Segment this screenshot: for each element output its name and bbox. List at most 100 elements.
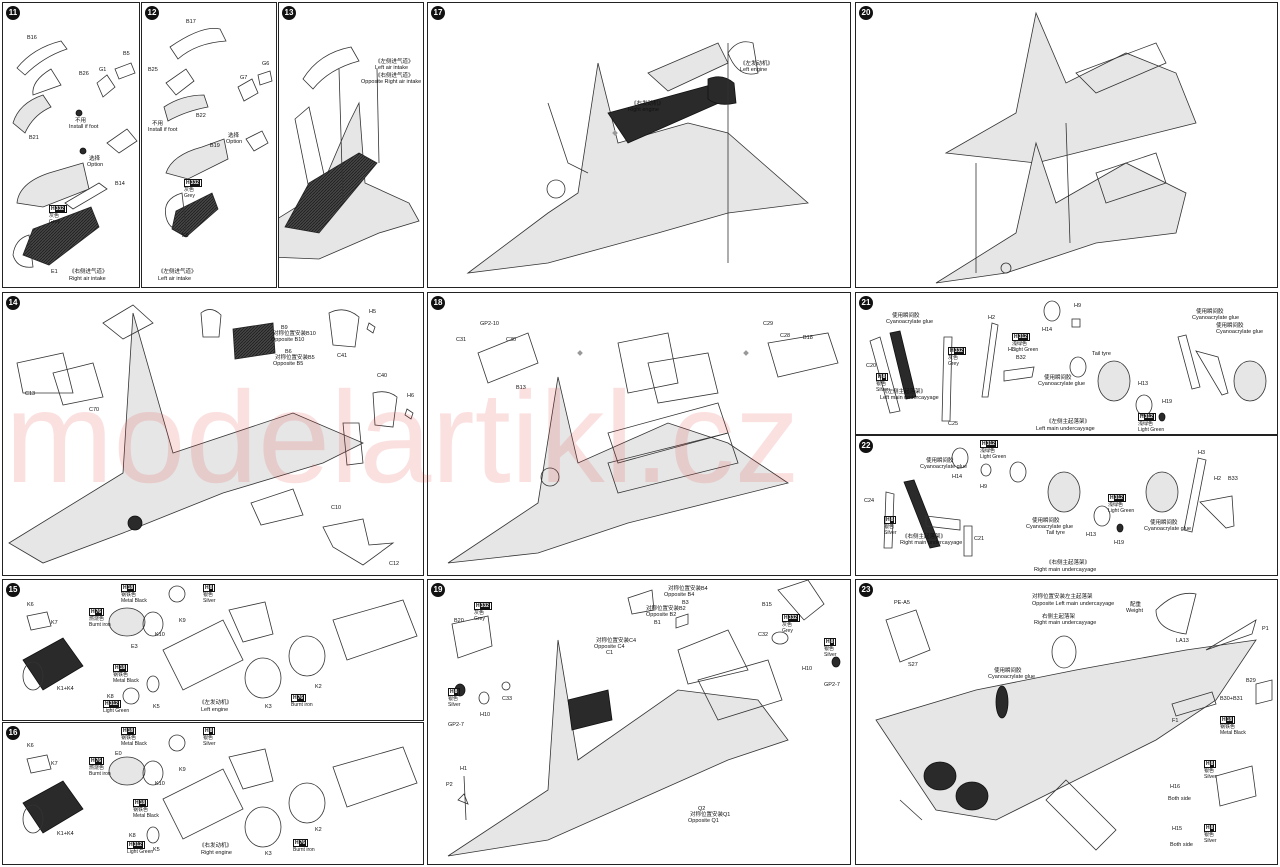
part-label: H3 [1008,347,1016,353]
step-number: 13 [282,6,296,20]
part-label: H14 [952,474,963,480]
part-label: B18 [803,335,813,341]
step-18-panel: 18 GP2-10 C31 C30 B13 C29 C28 B18 [427,292,851,576]
part-label: C33 [502,696,513,702]
part-label: B9 [281,325,288,331]
note-en: Cyanoacrylate glue [886,319,934,325]
part-label: H14 [1042,327,1053,333]
note-en: Opposite Left main undercayyage [1032,601,1115,607]
part-label: K10 [155,781,165,787]
part-label: K2 [315,827,322,833]
part-label: K7 [51,761,58,767]
step-17-panel: 17 《左发动机》 Left engine 《右发动机》 Right engin… [427,2,851,288]
part-label: GP2-7 [448,722,464,728]
part-label: B26 [79,71,89,77]
sub-en: Right main undercayyage [900,540,963,546]
note-cn: 对称位置安装B2 [646,606,686,612]
note-en: Both side [1168,796,1191,802]
note-cn: 配重 [1130,602,1142,608]
note-en: Cyanoacrylate glue [988,674,1036,680]
note-en: Opposite Q1 [688,818,719,824]
step-11-panel: 11 B16 B26 B5 G1 不用 Install if foot B21 … [2,2,140,288]
part-label: E3 [131,644,138,650]
note-cn: 使用瞬间胶 [892,313,920,319]
part-label: K5 [153,704,160,710]
note-en: Install if foot [69,124,99,130]
caption-cn: 《左发动机》 [199,700,233,706]
note-en: Option [226,139,243,145]
step-number: 23 [859,583,873,597]
part-label: H1 [460,766,468,772]
part-label: K6 [27,602,34,608]
part-label: H2 [988,315,996,321]
part-label: B25 [148,67,158,73]
part-label: C13 [25,391,36,397]
part-label: B32 [1016,355,1026,361]
part-label: H19 [1162,399,1173,405]
part-label: H19 [1114,540,1125,546]
note-en: Option [87,162,104,168]
step-number: 19 [431,583,445,597]
part-label: F1 [1172,718,1179,724]
engine-nacelle-drawing [447,332,839,564]
part-label: H10 [480,712,491,718]
part-label: E9 [182,233,189,239]
label-en: Left air intake [375,65,409,71]
step-12-panel: 12 B17 B25 B22 G7 G6 不用 Install if foot … [141,2,277,288]
note-cn: 右侧主起落架 [1042,614,1076,620]
sub-cn: 《右侧主起落架》 [902,534,947,540]
right-air-intake-drawing [12,40,138,268]
part-label: B21 [29,135,39,141]
note-en: Cyanoacrylate glue [1216,329,1264,335]
part-label: H15 [1172,826,1183,832]
left-main-gear-drawing [869,300,1267,422]
caption-cn: 《右发动机》 [199,843,233,849]
sub-en: Left main undercayyage [880,395,939,401]
note-en: Cyanoacrylate glue [1038,381,1086,387]
caption-cn: 《左侧主起落架》 [1046,419,1091,425]
part-label: H2 [1214,476,1222,482]
note-cn: 使用瞬间胶 [1032,518,1060,524]
airframe-details-drawing [8,304,414,566]
part-label: B19 [210,143,220,149]
part-label: C32 [758,632,769,638]
fuselage-intake-drawing [279,46,420,260]
part-label: E1 [51,269,58,275]
caption-cn: 《右侧进气道》 [69,269,108,275]
part-label: H13 [1086,532,1097,538]
part-label: B6 [285,349,292,355]
engine-install-drawing [466,41,809,274]
note-cn: 对称位置安装左主起落架 [1032,594,1093,600]
step-number: 20 [859,6,873,20]
part-label: C28 [780,333,791,339]
part-label: H9 [980,484,988,490]
paint-callout: H312 Light Green [103,700,130,714]
note-en: Cyanoacrylate glue [1192,315,1240,321]
part-label: C41 [337,353,348,359]
note-en: Opposite C4 [594,644,625,650]
caption-en: Left engine [201,707,229,713]
part-label: G7 [240,75,248,81]
note-cn: 使用瞬间胶 [994,668,1022,674]
part-label: K9 [179,767,186,773]
part-label: LA13 [1176,638,1189,644]
step-13-panel: 13 《左侧进气道》 Left air intake 《右侧进气道》 Oppos… [278,2,424,288]
part-label: H5 [369,309,377,315]
step-14-panel: 14 B9 对称位置安装B10 Opposite B10 B6 对称位置安装B5… [2,292,424,576]
note-cn: 使用瞬间胶 [1216,323,1244,329]
step-number: 17 [431,6,445,20]
step-number: 15 [6,583,20,597]
fuselage-underside-drawing [447,580,841,857]
caption-en: Right air intake [69,276,106,282]
part-label: B1 [654,620,661,626]
part-label: B30+B31 [1220,696,1243,702]
part-label: C29 [763,321,774,327]
label-en: Right engine [628,107,659,113]
